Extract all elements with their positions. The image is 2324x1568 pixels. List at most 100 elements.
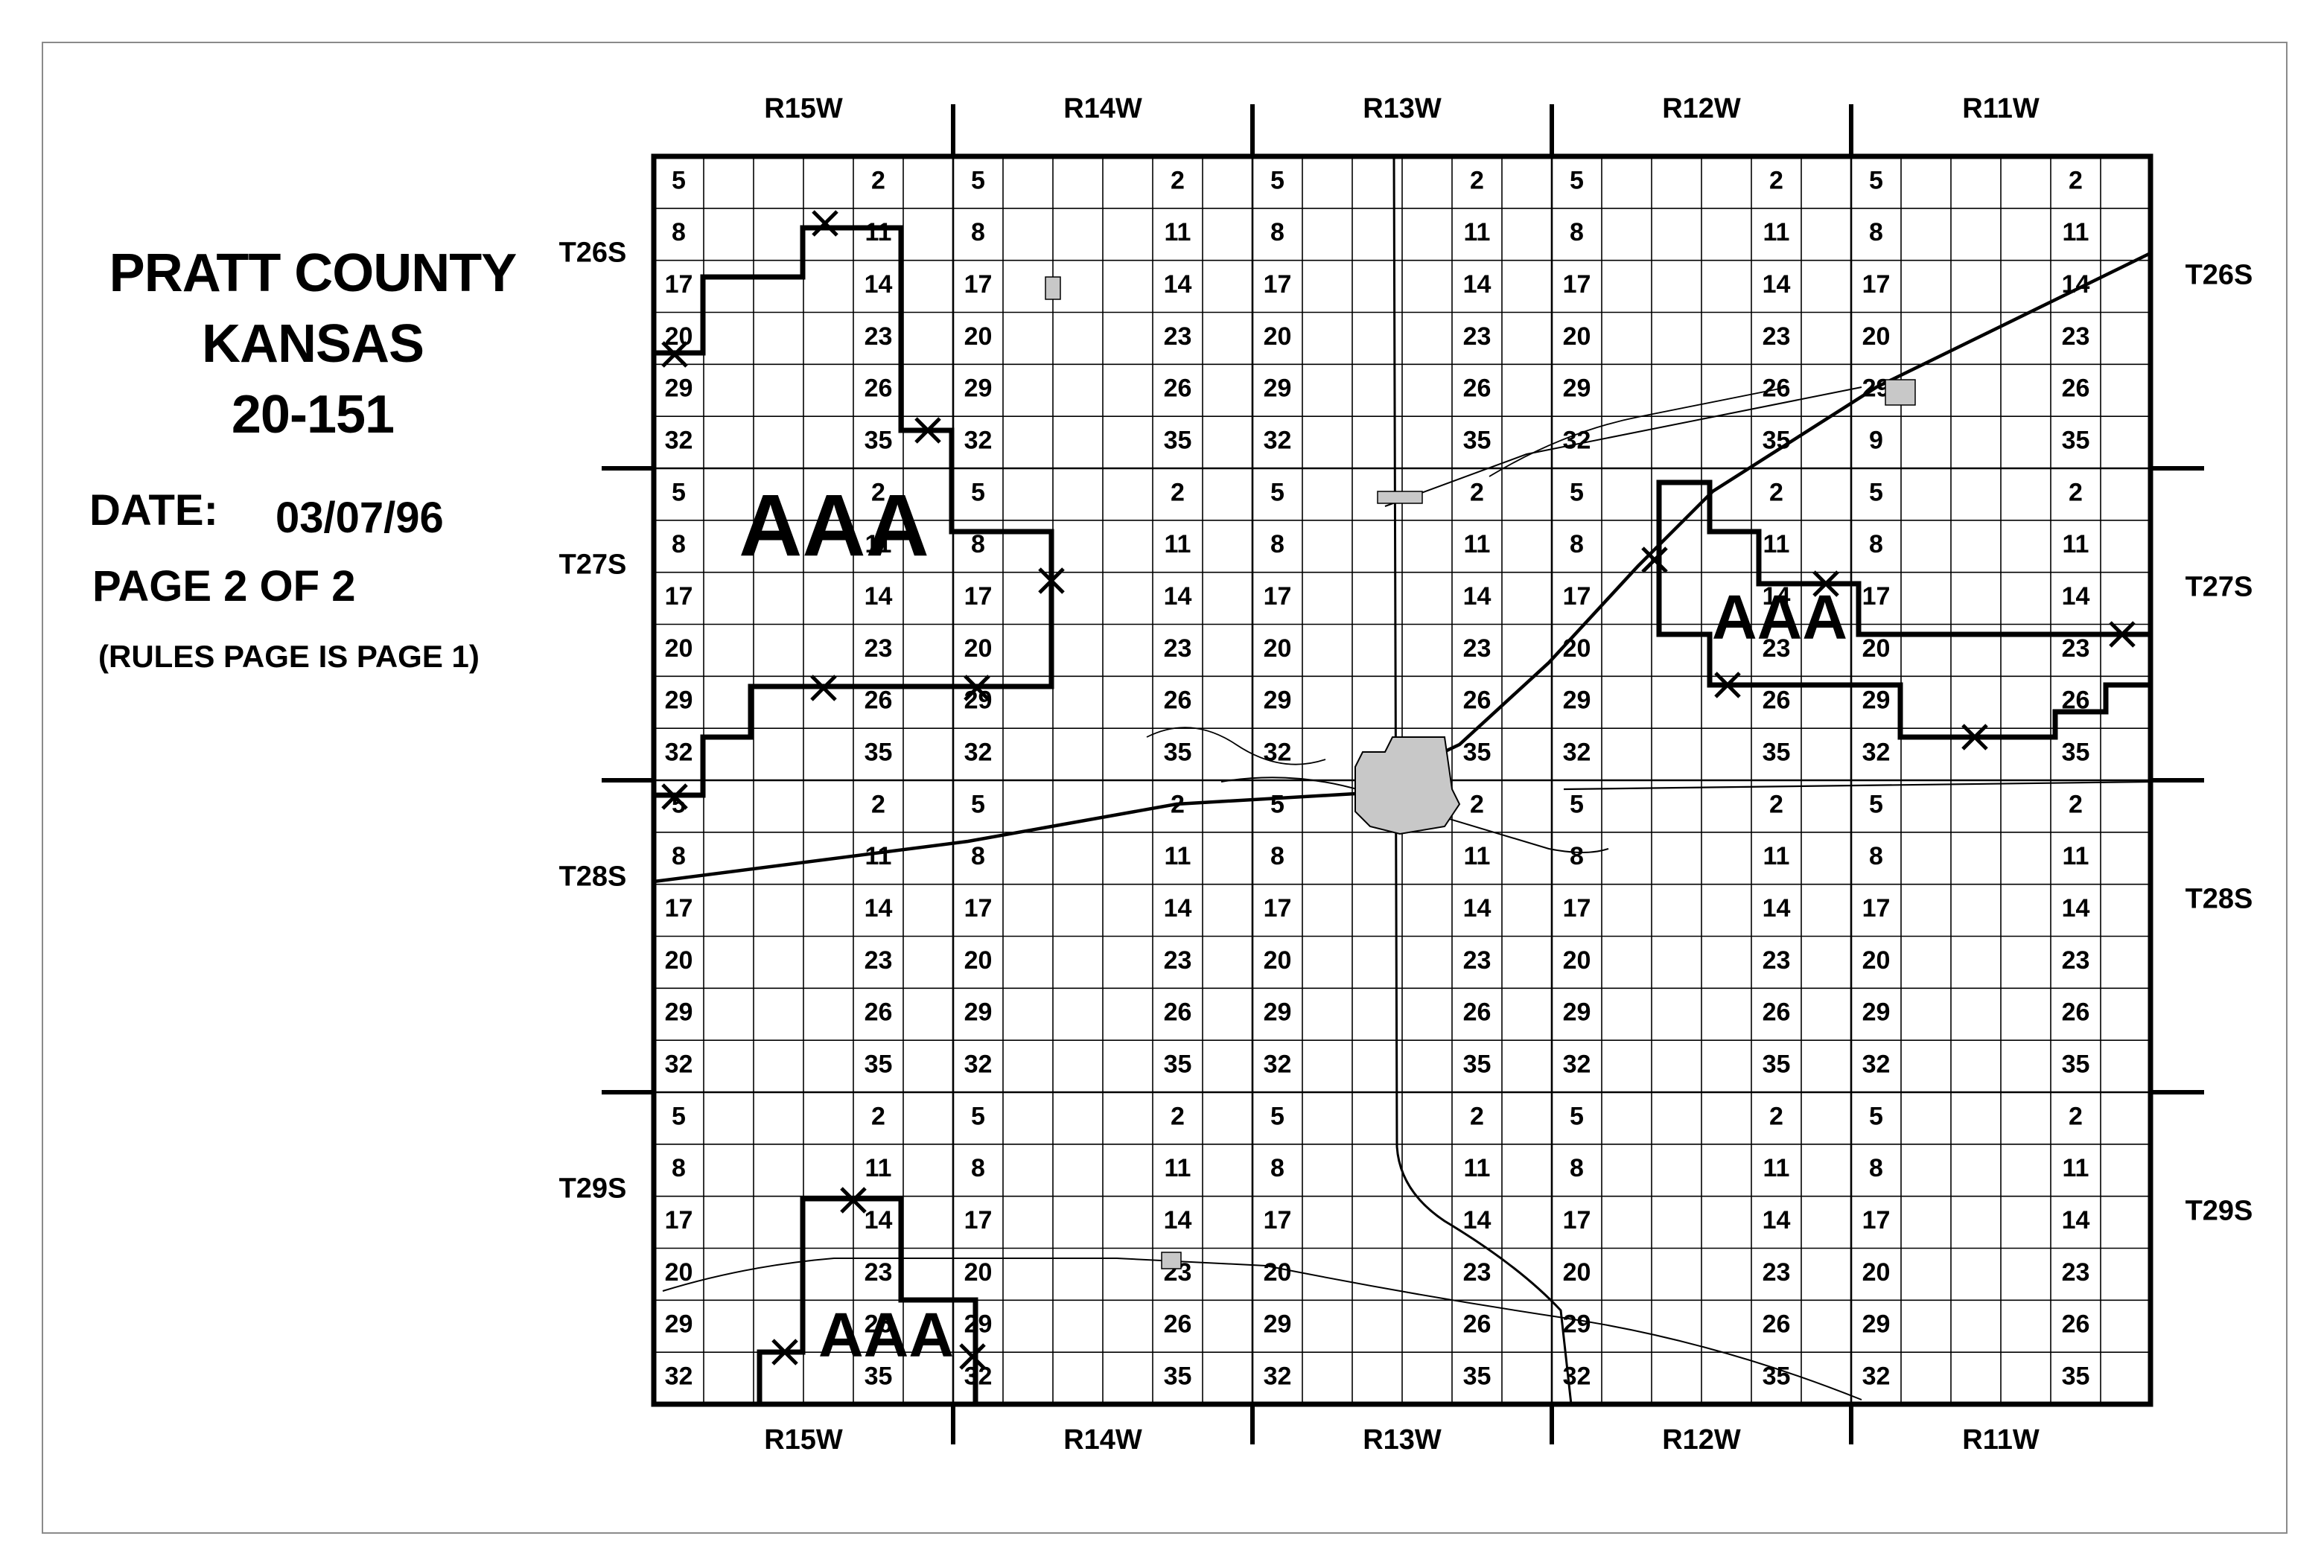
- section-number: 14: [2062, 894, 2090, 922]
- section-number: 17: [1264, 894, 1292, 922]
- section-number: 23: [1463, 1258, 1492, 1287]
- section-number: 5: [1869, 166, 1883, 194]
- section-number: 26: [1164, 1310, 1192, 1339]
- section-number: 23: [1763, 946, 1791, 975]
- section-number: 8: [1270, 842, 1284, 870]
- section-number: 20: [964, 634, 993, 663]
- county-code: 20-151: [231, 385, 395, 445]
- section-number: 11: [1464, 842, 1491, 870]
- township-label-left: T29S: [559, 1173, 627, 1205]
- township-label-right: T29S: [2185, 1196, 2253, 1227]
- section-number: 32: [1264, 426, 1292, 454]
- section-number: 5: [1570, 790, 1584, 818]
- section-number: 35: [1164, 426, 1192, 454]
- section-number: 32: [1264, 738, 1292, 766]
- section-number: 20: [1862, 1258, 1891, 1287]
- section-number: 26: [1164, 375, 1192, 403]
- section-number: 23: [1763, 1258, 1791, 1287]
- railroad-spur: [1384, 386, 1862, 507]
- x-marker-icon: [959, 1343, 986, 1370]
- section-number: 5: [1869, 1102, 1883, 1130]
- section-number: 23: [1164, 322, 1192, 351]
- x-marker-icon: [1961, 724, 1988, 750]
- section-number: 8: [1570, 530, 1584, 558]
- section-number: 26: [1463, 1310, 1492, 1339]
- section-number: 20: [665, 946, 693, 975]
- section-number: 14: [1463, 894, 1492, 922]
- section-number: 26: [2062, 375, 2090, 403]
- x-marker-icon: [964, 675, 990, 701]
- section-number: 20: [665, 322, 693, 351]
- section-number: 20: [1563, 634, 1591, 663]
- section-number: 20: [1862, 634, 1891, 663]
- section-number: 5: [1869, 478, 1883, 506]
- section-number: 20: [1862, 946, 1891, 975]
- section-number: 26: [1164, 686, 1192, 715]
- section-number: 14: [2062, 582, 2090, 611]
- section-number: 35: [1164, 738, 1192, 766]
- range-label-top: R12W: [1662, 93, 1741, 124]
- section-number: 35: [1463, 1362, 1492, 1390]
- section-number: 8: [672, 1154, 686, 1182]
- area-label-aaa: AAA: [818, 1300, 954, 1370]
- section-number: 17: [665, 582, 693, 611]
- range-label-top: R15W: [764, 93, 843, 124]
- section-number: 35: [2062, 738, 2090, 766]
- date-row: DATE: 03/07/96: [89, 485, 566, 545]
- section-number: 20: [1563, 1258, 1591, 1287]
- township-label-left: T26S: [559, 238, 627, 269]
- section-number: 20: [964, 1258, 993, 1287]
- section-number: 5: [1570, 1102, 1584, 1130]
- section-number: 5: [1270, 478, 1284, 506]
- section-number: 23: [2062, 946, 2090, 975]
- section-number: 5: [971, 1102, 985, 1130]
- section-number: 14: [1763, 1206, 1791, 1234]
- section-number: 14: [1763, 582, 1791, 611]
- railroad-line: [653, 251, 2151, 884]
- range-label-bottom: R15W: [764, 1424, 843, 1456]
- section-number: 17: [1563, 894, 1591, 922]
- section-number: 23: [1763, 634, 1791, 663]
- section-number: 29: [1862, 998, 1891, 1027]
- section-number: 23: [1463, 322, 1492, 351]
- section-number: 29: [1264, 1310, 1292, 1339]
- section-number: 5: [1270, 166, 1284, 194]
- town-marker: [1377, 491, 1423, 504]
- section-number: 35: [1463, 738, 1492, 766]
- section-number: 8: [1869, 842, 1883, 870]
- section-number: 29: [1563, 686, 1591, 715]
- section-number: 8: [672, 218, 686, 246]
- section-number: 32: [964, 738, 993, 766]
- special-area-boundary: [1656, 479, 2153, 740]
- county-name: PRATT COUNTY: [109, 243, 518, 303]
- section-number: 11: [1464, 218, 1491, 246]
- date-label: DATE:: [89, 486, 218, 535]
- section-number: 14: [1463, 1206, 1492, 1234]
- section-number: 2: [2069, 1102, 2083, 1130]
- section-number: 14: [1463, 270, 1492, 299]
- section-number: 9: [1869, 426, 1883, 454]
- x-marker-icon: [2109, 621, 2136, 648]
- section-number: 26: [2062, 998, 2090, 1027]
- section-number: 11: [1763, 530, 1790, 558]
- section-number: 23: [865, 946, 893, 975]
- x-marker-icon: [840, 1187, 867, 1214]
- section-number: 32: [665, 738, 693, 766]
- section-number: 5: [1570, 166, 1584, 194]
- section-number: 26: [1463, 998, 1492, 1027]
- section-number: 20: [964, 322, 993, 351]
- township-label-right: T28S: [2185, 884, 2253, 915]
- section-number: 20: [1264, 946, 1292, 975]
- section-number: 11: [1763, 1154, 1790, 1182]
- x-marker-icon: [1641, 546, 1668, 573]
- section-number: 23: [865, 1258, 893, 1287]
- section-number: 8: [971, 842, 985, 870]
- section-number: 26: [865, 1310, 893, 1339]
- section-number: 35: [865, 1050, 893, 1078]
- section-number: 2: [871, 1102, 885, 1130]
- section-number: 23: [1164, 634, 1192, 663]
- section-number: 14: [1164, 270, 1192, 299]
- section-number: 2: [1769, 1102, 1783, 1130]
- section-number: 17: [1264, 1206, 1292, 1234]
- section-number: 20: [665, 1258, 693, 1287]
